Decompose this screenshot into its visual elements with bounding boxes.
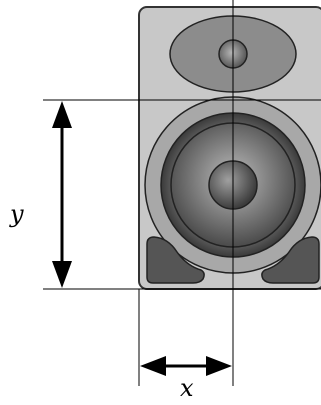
y-dimension-label: y — [9, 200, 24, 228]
bass-port-left — [146, 236, 205, 284]
x-arrowhead-left — [140, 356, 166, 376]
x-dimension-arrow — [140, 356, 232, 376]
x-dimension-label: x — [180, 374, 194, 402]
reference-lines — [43, 0, 321, 386]
bass-port-right — [261, 236, 320, 284]
x-arrowhead-right — [206, 356, 232, 376]
y-arrowhead-bottom — [52, 261, 72, 288]
y-arrowhead-top — [52, 101, 72, 128]
y-dimension-arrow — [52, 101, 72, 288]
speaker-cabinet — [138, 6, 321, 290]
